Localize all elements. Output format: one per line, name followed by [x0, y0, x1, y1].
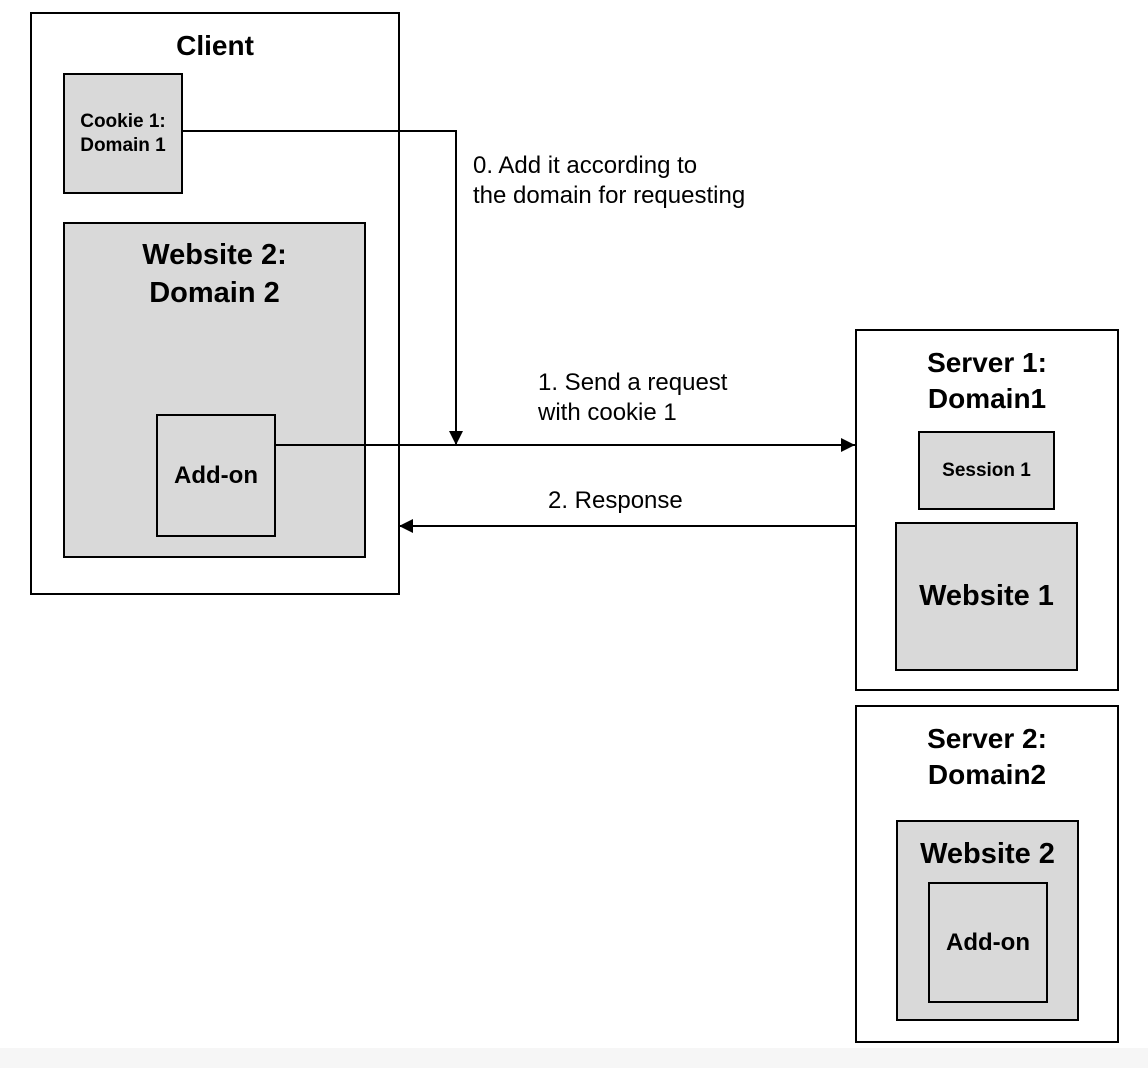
step2-note: 2. Response [548, 487, 683, 514]
client-addon-label: Add-on [174, 461, 258, 489]
client-website-box: Website 2: Domain 2 [63, 222, 366, 558]
session-label: Session 1 [942, 459, 1031, 481]
server1-domain: Domain1 [927, 383, 1047, 414]
server2-title: Server 2: Domain2 [857, 721, 1117, 793]
cookie-name: Cookie 1: [80, 110, 166, 132]
client-website-title: Website 2: Domain 2 [65, 236, 364, 312]
server2-name: Server 2: [927, 723, 1047, 754]
step0-note: 0. Add it according to the domain for re… [473, 151, 745, 211]
step0-line2: the domain for requesting [473, 182, 746, 209]
cookie-attach-arrow [183, 130, 463, 445]
client-website-domain: Domain 2 [149, 277, 280, 309]
client-website-name: Website 2: [142, 239, 287, 271]
server2-addon-box: Add-on [928, 882, 1048, 1003]
server1-name: Server 1: [927, 347, 1047, 378]
server1-title: Server 1: Domain1 [857, 345, 1117, 417]
server2-addon-label: Add-on [946, 928, 1030, 956]
server1-website-box: Website 1 [895, 522, 1078, 671]
session-box: Session 1 [918, 431, 1055, 510]
server1-website-label: Website 1 [919, 580, 1054, 613]
cookie-domain: Domain 1 [80, 134, 166, 156]
client-addon-box: Add-on [156, 414, 276, 537]
bottom-strip [0, 1048, 1148, 1068]
step1-note: 1. Send a request with cookie 1 [538, 368, 727, 428]
step1-line2: with cookie 1 [538, 399, 677, 426]
cookie-box: Cookie 1: Domain 1 [63, 73, 183, 194]
server2-website-label: Website 2 [920, 838, 1055, 870]
step1-line1: 1. Send a request [538, 369, 728, 396]
server2-domain: Domain2 [927, 759, 1047, 790]
step0-line1: 0. Add it according to [473, 152, 698, 179]
client-title: Client [176, 30, 254, 61]
